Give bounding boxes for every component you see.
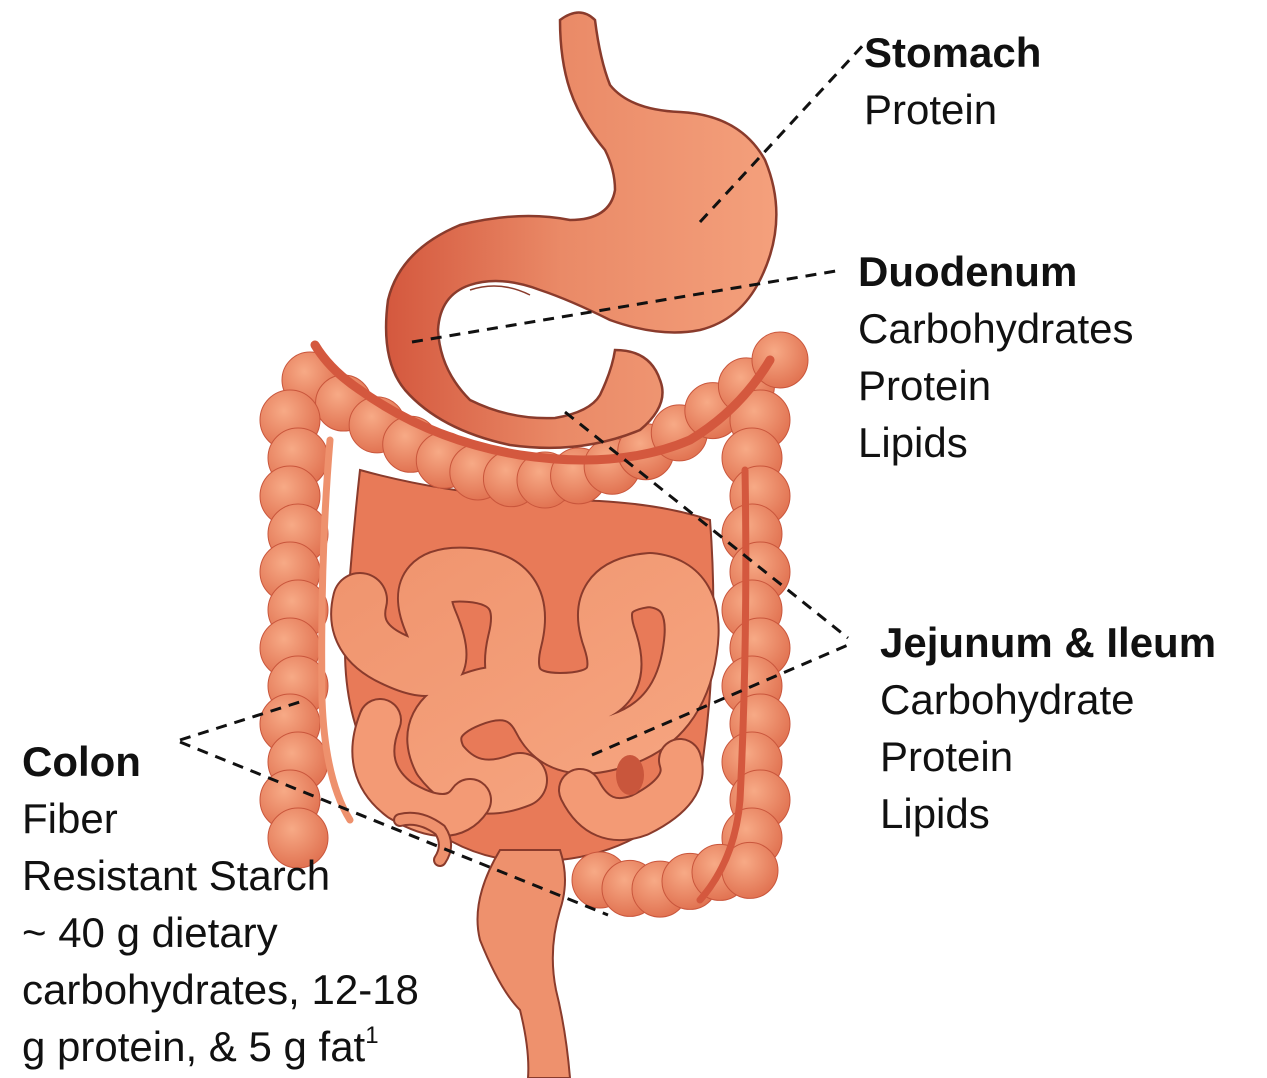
colon-line-carbohydrates: carbohydrates, 12-18	[22, 961, 419, 1018]
duodenum-line-protein: Protein	[858, 357, 1133, 414]
duodenal-bulb	[470, 286, 530, 295]
colon-label: Colon Fiber Resistant Starch ~ 40 g diet…	[22, 733, 419, 1075]
duodenum-line-lipids: Lipids	[858, 414, 1133, 471]
stomach-heading: Stomach	[864, 24, 1041, 81]
jejunum-line-lipids: Lipids	[880, 785, 1216, 842]
jejunum-line-protein: Protein	[880, 728, 1216, 785]
duodenum-heading: Duodenum	[858, 243, 1133, 300]
stomach-label: Stomach Protein	[864, 24, 1041, 138]
duodenum-label: Duodenum Carbohydrates Protein Lipids	[858, 243, 1133, 471]
duodenum-line-carbohydrates: Carbohydrates	[858, 300, 1133, 357]
colon-line-dietary: ~ 40 g dietary	[22, 904, 419, 961]
jejunum-ileum-heading: Jejunum & Ileum	[880, 614, 1216, 671]
colon-line-protein-fat-text: g protein, & 5 g fat	[22, 1023, 365, 1070]
stomach-line-protein: Protein	[864, 81, 1041, 138]
colon-line-protein-fat: g protein, & 5 g fat1	[22, 1018, 419, 1075]
rectum-shape	[478, 850, 571, 1078]
intestine-lumen	[616, 755, 644, 795]
colon-footnote-marker: 1	[365, 1022, 378, 1049]
jejunum-line-carbohydrate: Carbohydrate	[880, 671, 1216, 728]
colon-line-resistant-starch: Resistant Starch	[22, 847, 419, 904]
jejunum-ileum-label: Jejunum & Ileum Carbohydrate Protein Lip…	[880, 614, 1216, 842]
colon-line-fiber: Fiber	[22, 790, 419, 847]
colon-heading: Colon	[22, 733, 419, 790]
